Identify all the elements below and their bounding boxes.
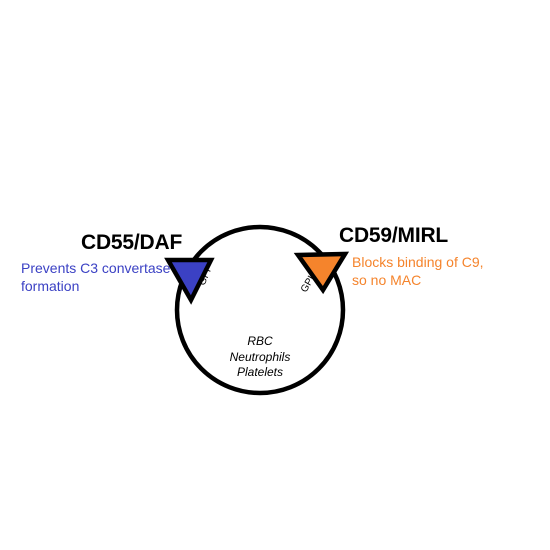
cell-type-rbc: RBC [247, 334, 273, 348]
cd59-triangle-marker [293, 251, 350, 295]
cell-membrane-circle [174, 224, 346, 396]
cd55-description-line1: Prevents C3 convertase [21, 260, 171, 276]
cd59-description-line1: Blocks binding of C9, [352, 254, 484, 270]
cell-type-list: RBC Neutrophils Platelets [200, 334, 320, 381]
cd59-description-line2: so no MAC [352, 272, 422, 288]
cd59-title: CD59/MIRL [339, 224, 449, 247]
cell-type-neutrophils: Neutrophils [229, 349, 291, 364]
cell-type-platelets: Platelets [236, 365, 284, 379]
cd55-description-line2: formation [21, 278, 80, 294]
cd55-title: CD55/DAF [81, 231, 183, 254]
cd55-triangle-marker [164, 257, 215, 305]
